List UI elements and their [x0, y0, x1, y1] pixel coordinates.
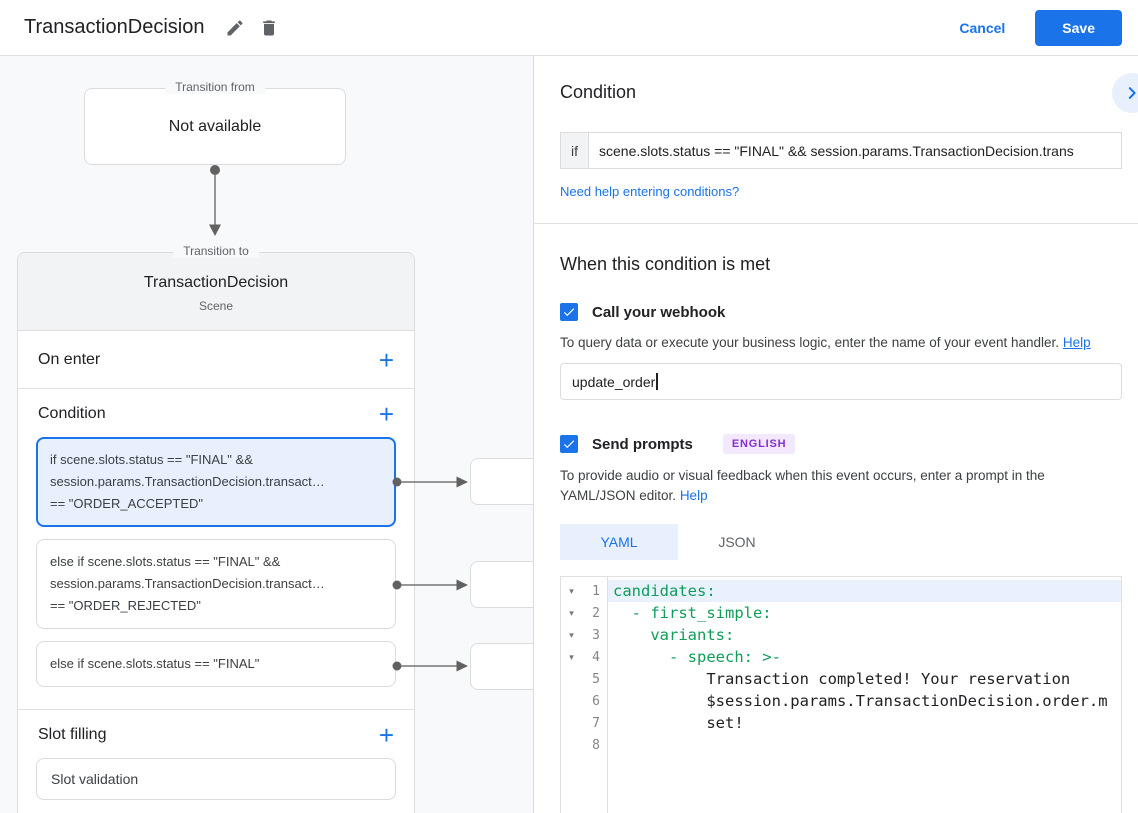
if-prefix: if [560, 132, 588, 169]
event-handler-input[interactable]: update_order [560, 363, 1122, 400]
transition-from-label: Transition from [165, 80, 265, 94]
yaml-editor[interactable]: ▾1 ▾2 ▾3 ▾4 5 6 7 8 candidates: - first_… [560, 576, 1122, 813]
transition-to-label: Transition to [173, 244, 259, 258]
condition-detail-panel: Condition if scene.slots.status == "FINA… [533, 56, 1138, 813]
condition-help-link[interactable]: Need help entering conditions? [560, 184, 740, 199]
code-line: Transaction completed! Your reservation [613, 670, 1071, 688]
editor-code-area[interactable]: candidates: - first_simple: variants: - … [608, 577, 1121, 813]
webhook-description: To query data or execute your business l… [560, 335, 1091, 350]
code-line: set! [613, 714, 744, 732]
top-bar: TransactionDecision Cancel Save [0, 0, 1138, 56]
webhook-label: Call your webhook [592, 303, 726, 321]
prompts-help-link[interactable]: Help [679, 488, 708, 503]
transition-from-box: Transition from Not available [84, 80, 346, 165]
condition-section: Condition + if scene.slots.status == "FI… [18, 389, 414, 710]
triangle-down-icon[interactable]: ▾ [569, 607, 574, 618]
slot-filling-section: Slot filling + Slot validation [18, 710, 414, 813]
collapse-panel-button[interactable] [1112, 73, 1138, 113]
transition-target-box-3[interactable] [470, 643, 533, 690]
tab-json[interactable]: JSON [718, 534, 756, 550]
webhook-checkbox[interactable] [560, 303, 578, 321]
add-condition-button[interactable]: + [378, 399, 394, 429]
trash-icon [263, 20, 276, 35]
checkmark-icon [563, 308, 575, 317]
on-enter-label: On enter [38, 350, 101, 368]
scene-type: Scene [198, 299, 234, 313]
scene-card: Transition to TransactionDecision Scene … [17, 244, 415, 813]
condition-card-rejected[interactable]: else if scene.slots.status == "FINAL" &&… [36, 539, 396, 629]
slot-validation-card[interactable]: Slot validation [36, 758, 396, 800]
language-badge: ENGLISH [722, 434, 796, 454]
condition-expression-input[interactable]: scene.slots.status == "FINAL" && session… [588, 132, 1122, 169]
when-condition-met-title: When this condition is met [560, 254, 771, 274]
text-cursor [656, 373, 658, 390]
condition-card-final[interactable]: else if scene.slots.status == "FINAL" [36, 641, 396, 687]
scene-card-header: TransactionDecision Scene [18, 253, 414, 331]
slot-filling-label: Slot filling [38, 726, 107, 743]
save-button[interactable]: Save [1035, 9, 1122, 46]
condition-section-label: Condition [38, 405, 106, 422]
tab-yaml[interactable]: YAML [560, 524, 678, 560]
page-title: TransactionDecision [24, 16, 205, 38]
code-line: $session.params.TransactionDecision.orde… [613, 692, 1108, 710]
cancel-button[interactable]: Cancel [959, 19, 1006, 36]
editor-gutter: ▾1 ▾2 ▾3 ▾4 5 6 7 8 [561, 577, 608, 813]
code-line: candidates: [608, 580, 1121, 602]
pencil-icon [227, 19, 243, 35]
send-prompts-checkbox[interactable] [560, 435, 578, 453]
editor-tabs: YAML JSON [560, 524, 1122, 560]
code-line: - speech: >- [613, 648, 781, 666]
scene-graph-canvas: Transition from Not available Transition… [0, 56, 533, 813]
code-line: - first_simple: [613, 604, 772, 622]
add-slot-button[interactable]: + [378, 720, 394, 750]
on-enter-section: On enter + [18, 331, 414, 389]
checkmark-icon [563, 440, 575, 449]
code-line [608, 734, 1121, 756]
webhook-help-link[interactable]: Help [1062, 335, 1091, 350]
transition-target-box-1[interactable] [470, 458, 533, 505]
code-line: variants: [613, 626, 735, 644]
scene-name: TransactionDecision [143, 274, 289, 291]
chevron-right-icon [1128, 87, 1136, 99]
triangle-down-icon[interactable]: ▾ [569, 651, 574, 662]
transition-from-content: Not available [168, 117, 262, 135]
add-on-enter-button[interactable]: + [378, 344, 394, 375]
triangle-down-icon[interactable]: ▾ [569, 629, 574, 640]
condition-card-accepted[interactable]: if scene.slots.status == "FINAL" && sess… [36, 437, 396, 527]
prompts-description: To provide audio or visual feedback when… [560, 468, 1045, 503]
edit-scene-button[interactable] [218, 11, 252, 45]
transition-target-box-2[interactable] [470, 561, 533, 608]
send-prompts-label: Send prompts [592, 435, 693, 453]
triangle-down-icon[interactable]: ▾ [569, 585, 574, 596]
delete-scene-button[interactable] [252, 11, 286, 45]
panel-divider [534, 223, 1138, 224]
panel-condition-title: Condition [560, 82, 637, 102]
